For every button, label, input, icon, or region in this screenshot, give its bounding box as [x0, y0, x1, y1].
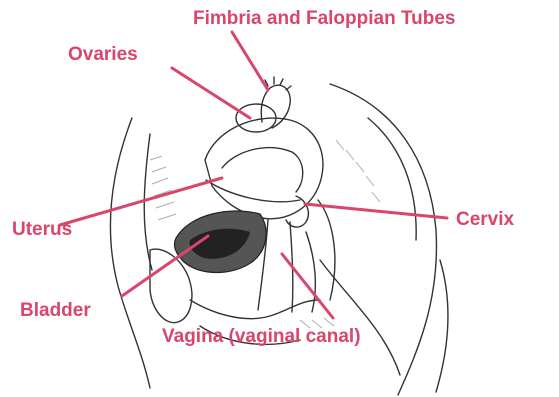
- fimbria-fringe: [265, 77, 291, 90]
- uterus-cavity: [222, 148, 303, 192]
- abdomen-wall-contour: [111, 118, 150, 388]
- vagina-label: Vagina (vaginal canal): [162, 327, 361, 346]
- uterus-fold: [206, 180, 300, 202]
- ovaries-pointer: [172, 68, 250, 118]
- cervix-label: Cervix: [456, 210, 514, 229]
- uterus-pointer: [60, 178, 222, 225]
- cervix-pointer: [305, 204, 447, 218]
- sacrum-contour: [368, 118, 416, 240]
- bladder-label: Bladder: [20, 301, 91, 320]
- rectum-contour: [318, 200, 335, 300]
- fimbria-pointer: [232, 32, 268, 90]
- fimbria-label: Fimbria and Faloppian Tubes: [193, 9, 456, 28]
- spine-contour: [330, 84, 436, 395]
- lower-back-contour: [436, 260, 448, 392]
- uterus-label: Uterus: [12, 220, 72, 239]
- bladder-shape: [174, 211, 266, 273]
- perineum-contour: [190, 300, 320, 319]
- ovaries-label: Ovaries: [68, 45, 138, 64]
